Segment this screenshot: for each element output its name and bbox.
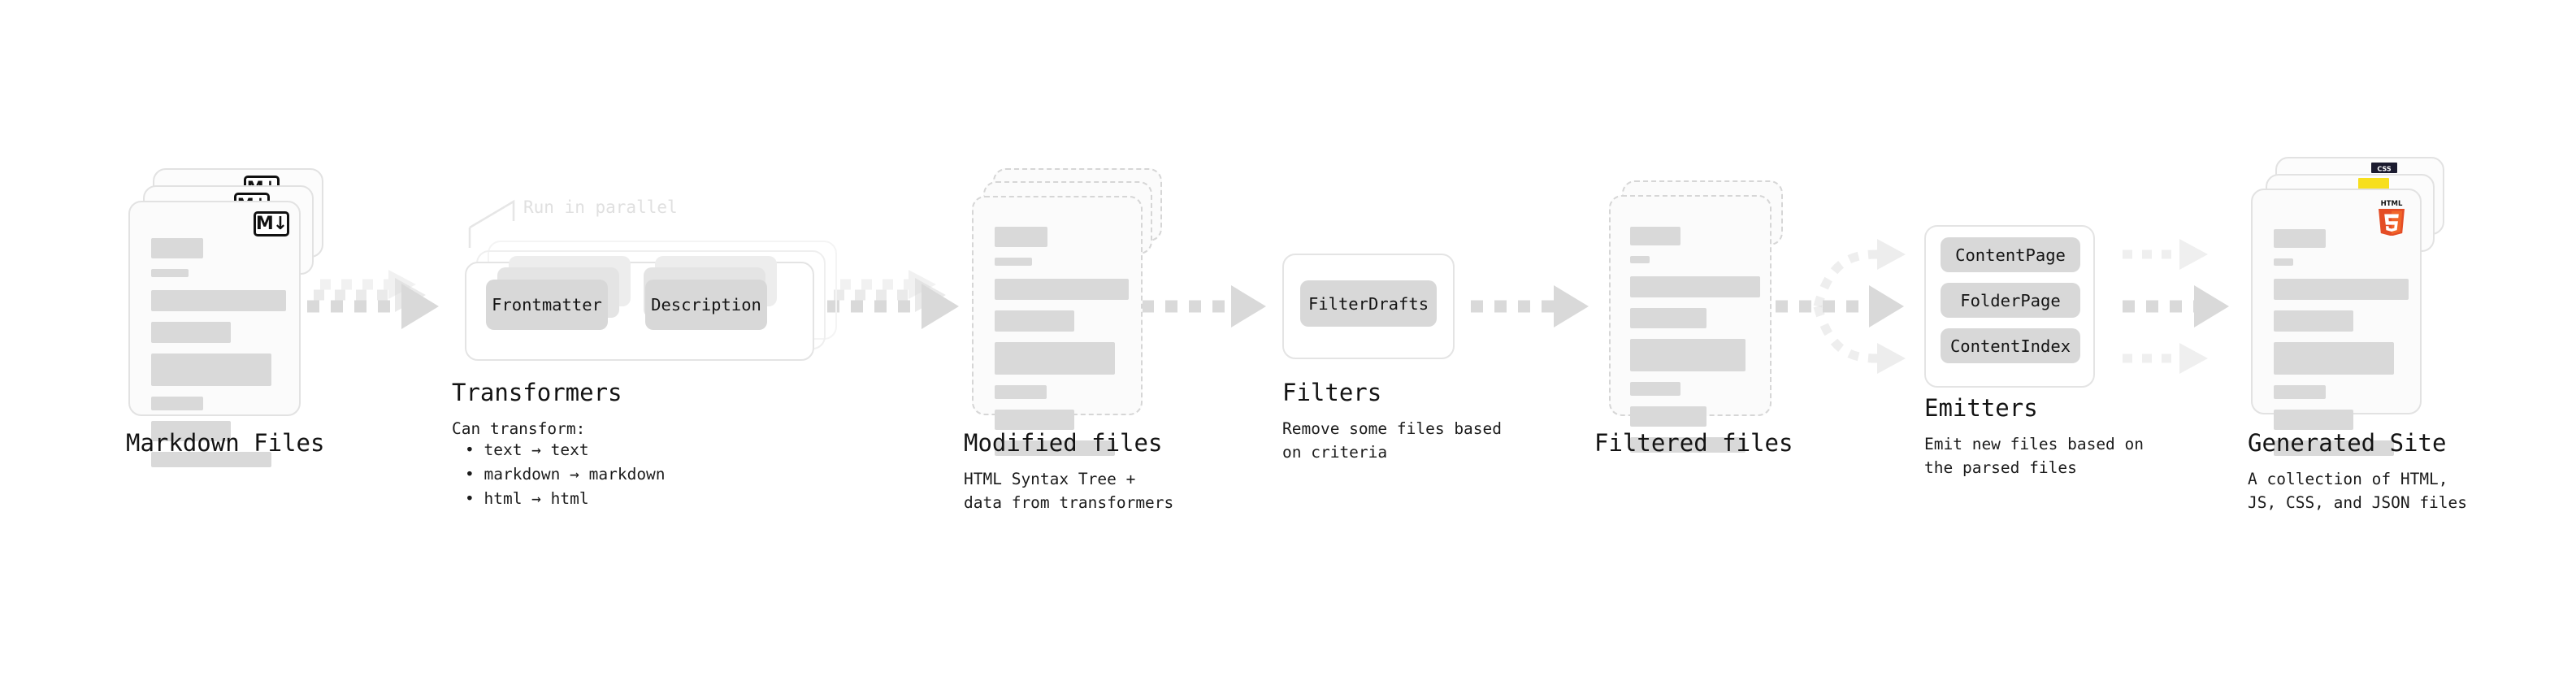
content-bar	[1630, 382, 1680, 396]
transformers-bullet-1: • text → text	[465, 440, 589, 459]
arrow-markdown-to-transformers	[307, 270, 439, 329]
content-bar	[2274, 310, 2353, 332]
content-bar	[1630, 227, 1680, 245]
folder-page-pill[interactable]: FolderPage	[1941, 283, 2080, 318]
content-bar	[1630, 406, 1706, 427]
content-bar	[2274, 229, 2326, 248]
modified-files-title: Modified files	[964, 429, 1163, 457]
svg-text:HTML: HTML	[2381, 200, 2403, 208]
arrow-transformers-to-modified	[827, 270, 959, 329]
content-bar	[995, 310, 1074, 332]
content-page-pill[interactable]: ContentPage	[1941, 237, 2080, 272]
emitters-subtitle: Emit new files based on the parsed files	[1924, 435, 2144, 478]
content-bar	[151, 397, 203, 410]
filtered-file-content	[1630, 227, 1760, 463]
emitters-title: Emitters	[1924, 394, 2038, 422]
filter-drafts-pill[interactable]: FilterDrafts	[1300, 280, 1437, 327]
markdown-badge-icon: M↓	[254, 211, 289, 236]
content-bar	[151, 290, 286, 311]
transformers-bullet-2: • markdown → markdown	[465, 465, 666, 484]
content-bar	[995, 227, 1047, 247]
content-bar	[1630, 339, 1746, 371]
content-bar	[1630, 256, 1650, 263]
content-bar	[995, 440, 1115, 456]
content-bar	[2274, 258, 2293, 266]
content-bar	[995, 279, 1129, 300]
generated-site-content	[2274, 229, 2409, 466]
content-bar	[1630, 276, 1760, 297]
transformers-subtitle: Can transform:	[452, 419, 586, 438]
content-bar	[995, 258, 1032, 266]
generated-site-subtitle: A collection of HTML, JS, CSS, and JSON …	[2248, 470, 2468, 513]
arrow-emitters-to-site	[2123, 239, 2229, 374]
modified-files-subtitle: HTML Syntax Tree + data from transformer…	[964, 470, 1174, 513]
content-bar	[151, 421, 231, 441]
svg-text:CSS: CSS	[2377, 166, 2391, 173]
content-bar	[995, 385, 1047, 399]
filtered-file-card-front	[1609, 195, 1772, 453]
content-bar	[2274, 440, 2394, 456]
filters-title: Filters	[1282, 379, 1382, 406]
filtered-files-title: Filtered files	[1594, 429, 1793, 457]
frontmatter-pill[interactable]: Frontmatter	[486, 280, 608, 330]
content-bar	[995, 342, 1115, 375]
modified-file-content	[995, 227, 1129, 466]
filters-subtitle: Remove some files based on criteria	[1282, 419, 1503, 462]
content-bar	[151, 322, 231, 343]
content-bar	[2274, 342, 2394, 375]
transformers-bullet-3: • html → html	[465, 489, 589, 509]
transformers-bullets: • text → text • markdown → markdown • ht…	[465, 438, 666, 512]
markdown-file-card-front: M↓	[128, 201, 301, 467]
modified-file-card-front	[972, 196, 1143, 456]
arrow-modified-to-filters	[1142, 285, 1266, 327]
content-bar	[2274, 279, 2409, 300]
content-bar	[1630, 437, 1746, 453]
markdown-files-title: Markdown Files	[126, 429, 325, 457]
content-bar	[151, 238, 203, 258]
arrow-filters-to-filtered	[1471, 285, 1589, 327]
arrow-filtered-to-emitters	[1776, 239, 1906, 374]
transformers-title: Transformers	[452, 379, 622, 406]
content-bar	[151, 269, 189, 277]
markdown-file-content	[151, 238, 286, 478]
description-pill[interactable]: Description	[645, 280, 767, 330]
content-bar	[2274, 385, 2326, 399]
content-index-pill[interactable]: ContentIndex	[1941, 328, 2080, 363]
content-bar	[151, 354, 271, 386]
generated-site-card-front: HTML	[2251, 189, 2422, 456]
content-bar	[2274, 410, 2353, 430]
html5-badge-icon: HTML	[2374, 198, 2409, 236]
content-bar	[995, 410, 1074, 430]
content-bar	[1630, 308, 1706, 328]
generated-site-title: Generated Site	[2248, 429, 2447, 457]
content-bar	[151, 452, 271, 467]
run-in-parallel-label: Run in parallel	[523, 197, 678, 217]
